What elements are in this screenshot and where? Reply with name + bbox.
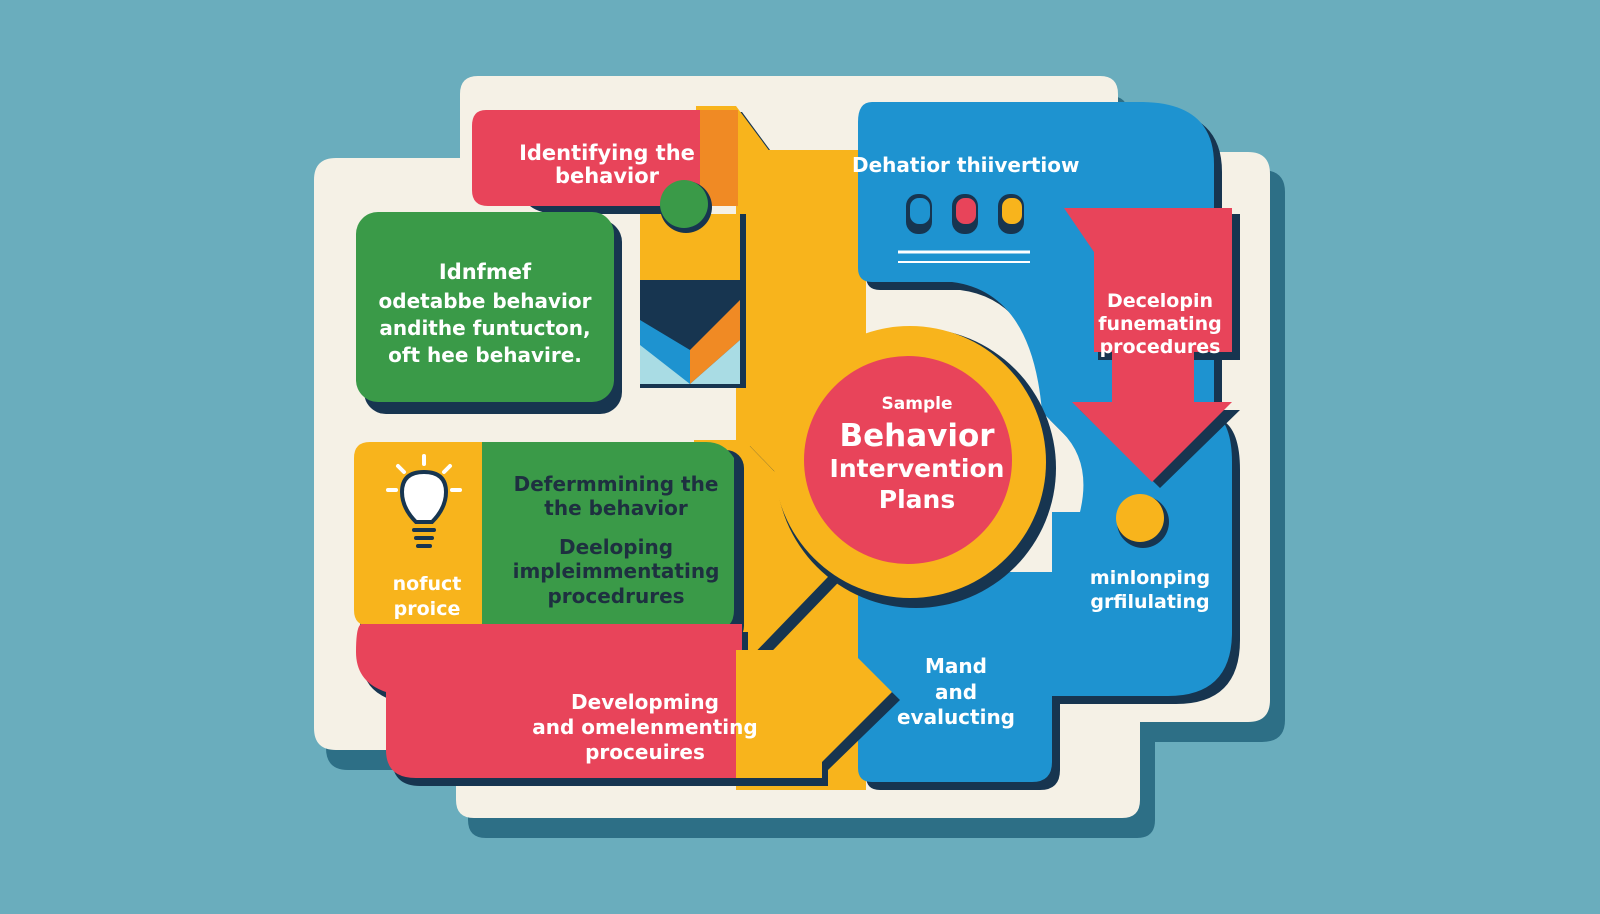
geo-block-light (690, 340, 740, 384)
green-mid-line1: Defermmining the (513, 472, 719, 496)
top-red-bar (472, 110, 700, 206)
lightbulb-icon (386, 454, 462, 548)
green-top-line3: andithe funtucton, (379, 316, 591, 341)
red-bottom-line2: and omelenmenting (532, 715, 758, 739)
geo-block-teal (640, 345, 690, 384)
blue-right-line2: grfilulating (1090, 591, 1210, 614)
center-circle-inner (804, 356, 1012, 564)
red-arrow-line2: funemating (1098, 313, 1222, 336)
red-bottom (356, 624, 742, 778)
top-orange-strip (700, 110, 738, 206)
blue-top-title: Dehatior thiivertiow (852, 153, 1080, 177)
blue-bottom-line3: evalucting (896, 705, 1016, 730)
red-arrow-line3: procedures (1099, 336, 1221, 359)
red-bottom-line1: Developming (571, 690, 719, 714)
toggle-buttons-icon (898, 194, 1030, 263)
green-box-top (356, 212, 614, 402)
yellow-arrow-bottom (736, 622, 892, 778)
blue-right-line1: minlonping (1089, 567, 1211, 589)
geo-block-orange (690, 300, 740, 384)
red-down-arrow (1064, 208, 1232, 482)
green-top-line4: oft hee behavire. (388, 343, 582, 368)
green-mid-label: Defermmining the the behavior Deeloping … (486, 472, 746, 608)
blue-right-label: minlonping grfilulating (1075, 566, 1225, 615)
red-arrow-line1: Decelopin (1106, 290, 1213, 312)
center-big: Behavior (839, 417, 995, 454)
green-mid-line5: procedrures (547, 583, 685, 608)
green-top-line2: odetabbe behavior (378, 289, 592, 314)
identifying-line2: behavior (554, 164, 660, 189)
green-top-label: Idnfmef odetabbe behavior andithe funtuc… (360, 258, 610, 369)
red-bottom-label: Developming and omelenmenting proceuires (520, 690, 770, 765)
bulb-line2: proice (393, 597, 461, 620)
blue-bottom-line2: and (934, 679, 978, 704)
green-dot-face (660, 180, 708, 228)
blue-bottom-label: Mand and evalucting (886, 654, 1026, 731)
identifying-line1: Identifying the (519, 141, 695, 165)
identifying-label: Identifying the behavior (492, 141, 722, 189)
green-box-mid (482, 442, 734, 630)
green-mid-line2: the behavior (544, 496, 688, 521)
red-bottom-line3: proceuires (585, 740, 705, 764)
yellow-dot-face (1116, 494, 1164, 542)
center-small: Sample (881, 394, 953, 414)
center-last: Plans (878, 484, 956, 514)
center-mid: Intervention (829, 454, 1005, 484)
center-title: Sample Behavior Intervention Plans (812, 394, 1022, 514)
bulb-box-label: nofuct proice (362, 572, 492, 621)
bulb-line1: nofuct (392, 573, 462, 595)
red-arrow-label: Decelopin funemating procedures (1090, 290, 1230, 360)
green-top-line1: Idnfmef (438, 260, 532, 284)
green-mid-line4: impleimmentating (512, 559, 720, 584)
blue-bottom-line1: Mand (925, 654, 987, 678)
green-mid-line3: Deeloping (558, 534, 674, 559)
